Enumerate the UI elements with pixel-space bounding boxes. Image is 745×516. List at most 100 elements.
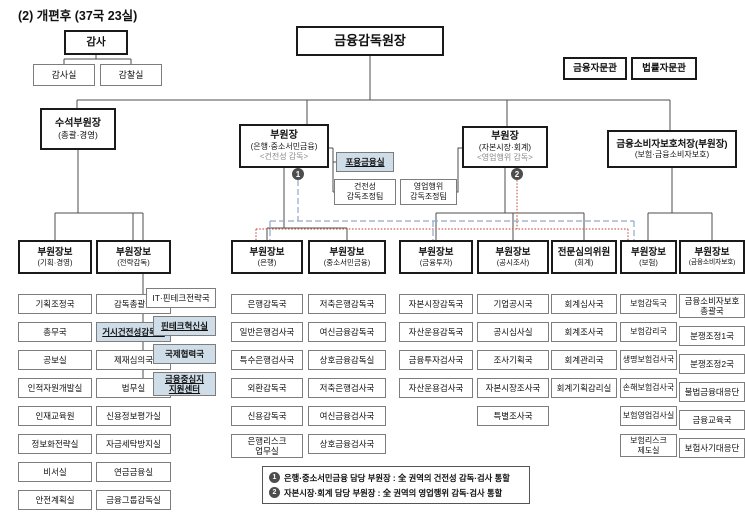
dept-box: 외환감독국 [231, 378, 303, 398]
deputy-capital-role: <영업행위 감독> [477, 153, 533, 162]
deputy-head-scope: (공시조사) [496, 258, 530, 268]
dept-box: 저축은행검사국 [308, 378, 386, 398]
dept-box: 인재교육원 [18, 406, 92, 426]
deputy-head-scope: (금융소비자보호) [688, 258, 736, 266]
deputy-head-box: 부원장보(전략감독) [96, 240, 171, 274]
dept-box: 여신금융검사국 [308, 406, 386, 426]
dept-box: 자산운용감독국 [399, 322, 473, 342]
deputy-head-scope: (보험) [639, 258, 658, 268]
dept-box: 여신금융감독국 [308, 322, 386, 342]
audit-office-box: 감사실 [33, 64, 95, 86]
dept-box: 연금금융실 [96, 462, 171, 482]
dept-box: 보험감리국 [620, 322, 677, 342]
legal-advisor-box: 법률자문관 [631, 57, 697, 80]
deputy-capital-title: 부원장 [491, 131, 519, 143]
dept-box: 국제협력국 [153, 344, 216, 364]
deputy-head-scope: (전략감독) [117, 258, 150, 268]
dept-box: 은행리스크 업무실 [231, 434, 303, 459]
dept-box: 비서실 [18, 462, 92, 482]
deputy-head-title: 부원장보 [694, 247, 730, 259]
senior-deputy-title: 수석부원장 [55, 117, 101, 129]
dept-box: 보험리스크 제도실 [620, 434, 677, 458]
deputy-head-scope: (기획·경영) [37, 258, 73, 268]
dept-box: 저축은행감독국 [308, 294, 386, 314]
dept-box: 자산운용검사국 [399, 378, 473, 398]
deputy-head-box: 전문심의위원(회계) [551, 240, 617, 274]
dept-box: 특수은행검사국 [231, 350, 303, 370]
dept-box: 자본시장조사국 [477, 378, 549, 398]
dept-box: 은행감독국 [231, 294, 303, 314]
legend-badge-icon: 1 [269, 472, 280, 483]
dept-box: 공시심사실 [477, 322, 549, 342]
dept-box: 기획조정국 [18, 294, 92, 314]
deputy-head-box: 부원장보(은행) [231, 240, 303, 274]
deputy-banking-title: 부원장 [270, 130, 298, 142]
dept-box: IT·핀테크전략국 [146, 288, 216, 308]
dept-box: 안전계획실 [18, 490, 92, 510]
dept-box: 금융소비자보호 총괄국 [679, 294, 745, 319]
dept-box: 조사기획국 [477, 350, 549, 370]
dept-box: 자본시장감독국 [399, 294, 473, 314]
dept-box: 금융그룹감독실 [96, 490, 171, 510]
dept-box: 핀테크혁신실 [153, 316, 216, 336]
deputy-head-box: 부원장보(금융소비자보호) [679, 240, 745, 274]
deputy-governor-banking-box: 부원장 (은행·중소서민금융) <건전성 감독> [239, 124, 329, 168]
dept-box: 회계기획감리실 [551, 378, 617, 398]
deputy-head-title: 부원장보 [116, 246, 151, 258]
dept-box: 분쟁조정2국 [679, 354, 745, 375]
deputy-head-box: 부원장보(중소서민금융) [308, 240, 386, 274]
deputy-head-scope: (중소서민금융) [323, 258, 371, 268]
consumer-head-scope: (보험·금융소비자보호) [634, 149, 710, 159]
deputy-head-title: 부원장보 [418, 246, 454, 258]
financial-advisor-box: 금융자문관 [563, 57, 627, 80]
deputy-governor-capital-box: 부원장 (자본시장·회계) <영업행위 감독> [462, 126, 548, 168]
dept-box: 생명보험검사국 [620, 350, 677, 370]
dept-box: 상호금융검사국 [308, 434, 386, 454]
dept-box: 손해보험검사국 [620, 378, 677, 398]
dept-box: 분쟁조정1국 [679, 326, 745, 347]
dept-box: 불법금융대응단 [679, 382, 745, 403]
deputy-banking-role: <건전성 감독> [259, 152, 309, 161]
consumer-head-title: 금융소비자보호처장(부원장) [616, 138, 728, 150]
dept-box: 공보실 [18, 350, 92, 370]
dept-box: 보험감독국 [620, 294, 677, 314]
deputy-head-title: 전문심의위원 [557, 246, 611, 258]
dept-box: 금융중심지 지원센터 [153, 372, 216, 397]
prudential-coordination-team-box: 건전성 감독조정팀 [334, 179, 396, 205]
deputy-head-scope: (은행) [257, 258, 277, 268]
dept-box: 보험영업검사실 [620, 406, 677, 426]
dept-box: 거시건전성감독국 [96, 322, 171, 342]
dept-box: 신용정보평가실 [96, 406, 171, 426]
deputy-head-title: 부원장보 [495, 246, 531, 258]
dept-box: 회계관리국 [551, 350, 617, 370]
governor-box: 금융감독원장 [296, 26, 444, 56]
consumer-protection-head-box: 금융소비자보호처장(부원장) (보험·금융소비자보호) [607, 130, 737, 168]
badge-1-icon: 1 [292, 168, 304, 180]
dept-box: 자금세탁방지실 [96, 434, 171, 454]
dept-box: 회계심사국 [551, 294, 617, 314]
conduct-coordination-team-box: 영업행위 감독조정팀 [400, 179, 457, 205]
deputy-head-scope: (회계) [574, 258, 594, 268]
dept-box: 특별조사국 [477, 406, 549, 426]
deputy-head-box: 부원장보(기획·경영) [18, 240, 92, 274]
dept-box: 금융교육국 [679, 410, 745, 431]
senior-deputy-governor-box: 수석부원장 (총괄·경영) [40, 108, 116, 150]
deputy-head-box: 부원장보(보험) [620, 240, 677, 274]
dept-box: 신용감독국 [231, 406, 303, 426]
inclusive-finance-office-box: 포용금융실 [336, 152, 394, 172]
inspection-office-box: 감찰실 [100, 64, 162, 86]
badge-2-icon: 2 [511, 168, 523, 180]
dept-box: 일반은행검사국 [231, 322, 303, 342]
dept-box: 정보화전략실 [18, 434, 92, 454]
deputy-head-title: 부원장보 [631, 246, 666, 258]
